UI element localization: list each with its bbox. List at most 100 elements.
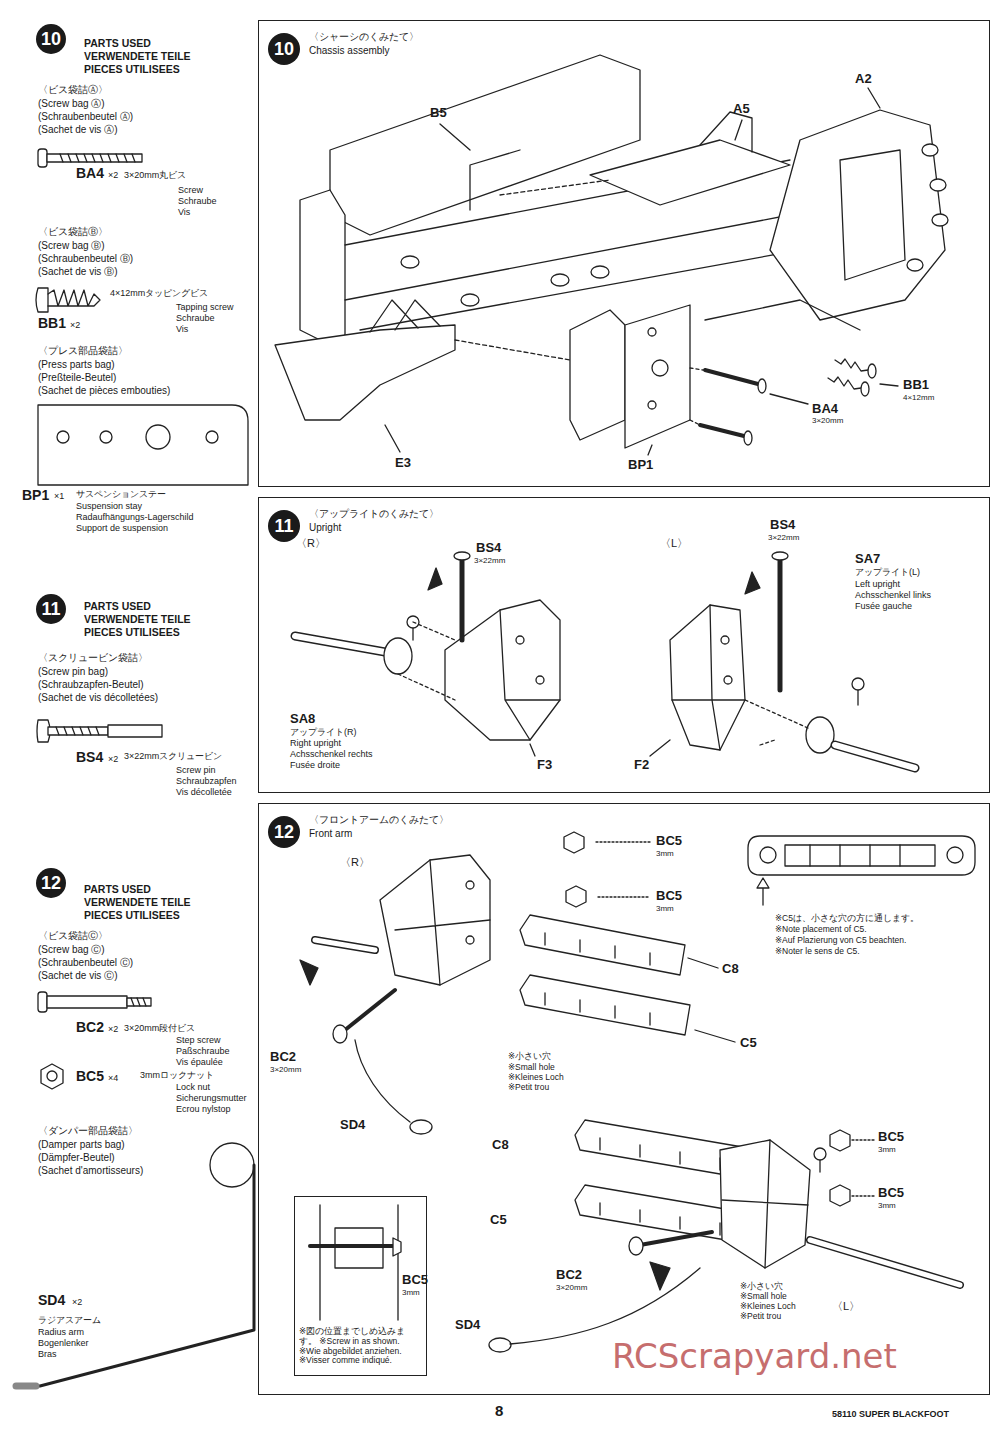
radius-arm-drawing [16,1143,254,1386]
description-text: ※小さい穴 [740,1282,783,1291]
front-arm-drawing [760,847,776,863]
front-arm-drawing [320,1205,398,1320]
chassis-drawing [690,368,703,424]
part-number: BC2 [556,1268,582,1282]
description-text: アップライト(L) [855,568,920,578]
step-screw-drawing [38,992,151,1012]
step-number: 12 [41,874,61,892]
description-text: 3mm [402,1289,420,1298]
part-number: C5 [490,1213,507,1227]
screw-pin-drawing [37,720,162,742]
section-text: PIECES UTILISEES [84,64,180,76]
part-number: BB1 [903,378,929,392]
chassis-drawing [591,266,609,278]
chassis-drawing [700,425,744,436]
front-arm-drawing [545,933,650,965]
section-text: (Dämpfer-Beutel) [38,1152,115,1163]
part-number: F2 [634,758,649,772]
upright-drawing [295,552,915,768]
description-text: Right upright [290,739,341,749]
step-number-circle: 10 [36,24,66,54]
description-text: Screw pin [176,766,216,776]
front-arm-drawing [393,1238,401,1256]
chassis-drawing [744,431,752,445]
section-text: 〈ビス袋詰Ⓐ〉 [38,84,108,95]
chassis-drawing [705,370,758,384]
chassis-drawing [370,300,440,332]
description-text: 3×20mm [556,1284,587,1293]
section-text: (Damper parts bag) [38,1139,125,1150]
section-text: 〈プレス部品袋詰〉 [38,345,128,356]
part-number: BS4 [476,541,501,555]
panel-heading: Upright [309,522,341,534]
front-arm-drawing [810,1240,960,1285]
step-number-circle: 11 [36,594,66,624]
upright-drawing [460,560,465,640]
part-number: E3 [395,456,411,470]
front-arm-drawing [410,1120,432,1134]
front-arm-drawing [600,1138,720,1170]
step-number-circle: 11 [268,510,300,542]
chassis-drawing [300,190,345,345]
screw-drawing [60,154,135,162]
chassis-drawing [345,160,800,330]
front-arm-drawing [380,855,490,985]
section-text: VERWENDETE TEILE [84,614,191,626]
part-number: A2 [855,72,872,86]
suspension-stay-drawing [146,425,170,449]
description-text: ※Small hole [508,1063,555,1072]
front-arm-drawing [629,1237,643,1255]
description-text: Vis [176,325,188,335]
front-arm-drawing [650,1262,670,1290]
front-arm-drawing [814,1148,826,1160]
chassis-drawing [880,384,898,386]
step-number: 11 [41,600,60,618]
part-number: BC5 [878,1186,904,1200]
step-screw-drawing [47,996,127,1008]
front-arm-drawing [947,847,963,863]
chassis-drawing [385,88,880,455]
description-text: Vis décolletée [176,788,232,798]
upright-drawing [724,676,732,684]
description-text: Fusée gauche [855,602,912,612]
description-text: Schraube [178,197,217,207]
screw-pin-drawing [108,725,162,737]
upright-drawing [536,676,544,684]
part-number: BS4 [770,518,795,532]
chassis-drawing [840,150,905,280]
section-text: (Schraubenbeutel Ⓒ) [38,957,133,968]
front-arm-drawing [355,1040,410,1122]
part-number: BC5 [656,834,682,848]
front-arm-drawing [596,842,650,897]
suspension-stay-drawing [57,431,69,443]
section-text: (Sachet de pièces embouties) [38,385,170,396]
front-arm-drawing [757,878,769,888]
part-number: C8 [722,962,739,976]
description-text: ※Kleines Loch [740,1302,796,1311]
section-text: (Sachet de vis Ⓑ) [38,266,117,277]
screw-drawing [47,154,142,162]
chassis-drawing [648,401,656,409]
description-text: Suspension stay [76,502,142,512]
description-text: 4×12mm [903,394,934,403]
section-text: (Sachet de vis Ⓒ) [38,970,117,981]
part-number: BC5 [656,889,682,903]
part-number: BA4 [812,402,838,416]
upright-drawing [672,605,745,750]
chassis-drawing [500,180,610,195]
chassis-drawing [705,300,860,330]
description-text: Lock nut [176,1083,210,1093]
part-number: BB1 [38,316,66,331]
description-text: 3mm [656,850,674,859]
front-arm-drawing [510,1268,700,1344]
panel-heading: 〈シャーシのくみたて〉 [309,31,419,43]
screw-drawing [38,149,47,167]
chassis-drawing [828,377,861,389]
chassis-drawing [275,325,455,420]
front-arm-drawing [300,832,975,1352]
description-text: ×2 [108,171,118,181]
section-text: 〈スクリュービン袋詰〉 [38,652,148,663]
front-arm-drawing [852,1140,874,1196]
description-text: ※Petit trou [740,1312,781,1321]
